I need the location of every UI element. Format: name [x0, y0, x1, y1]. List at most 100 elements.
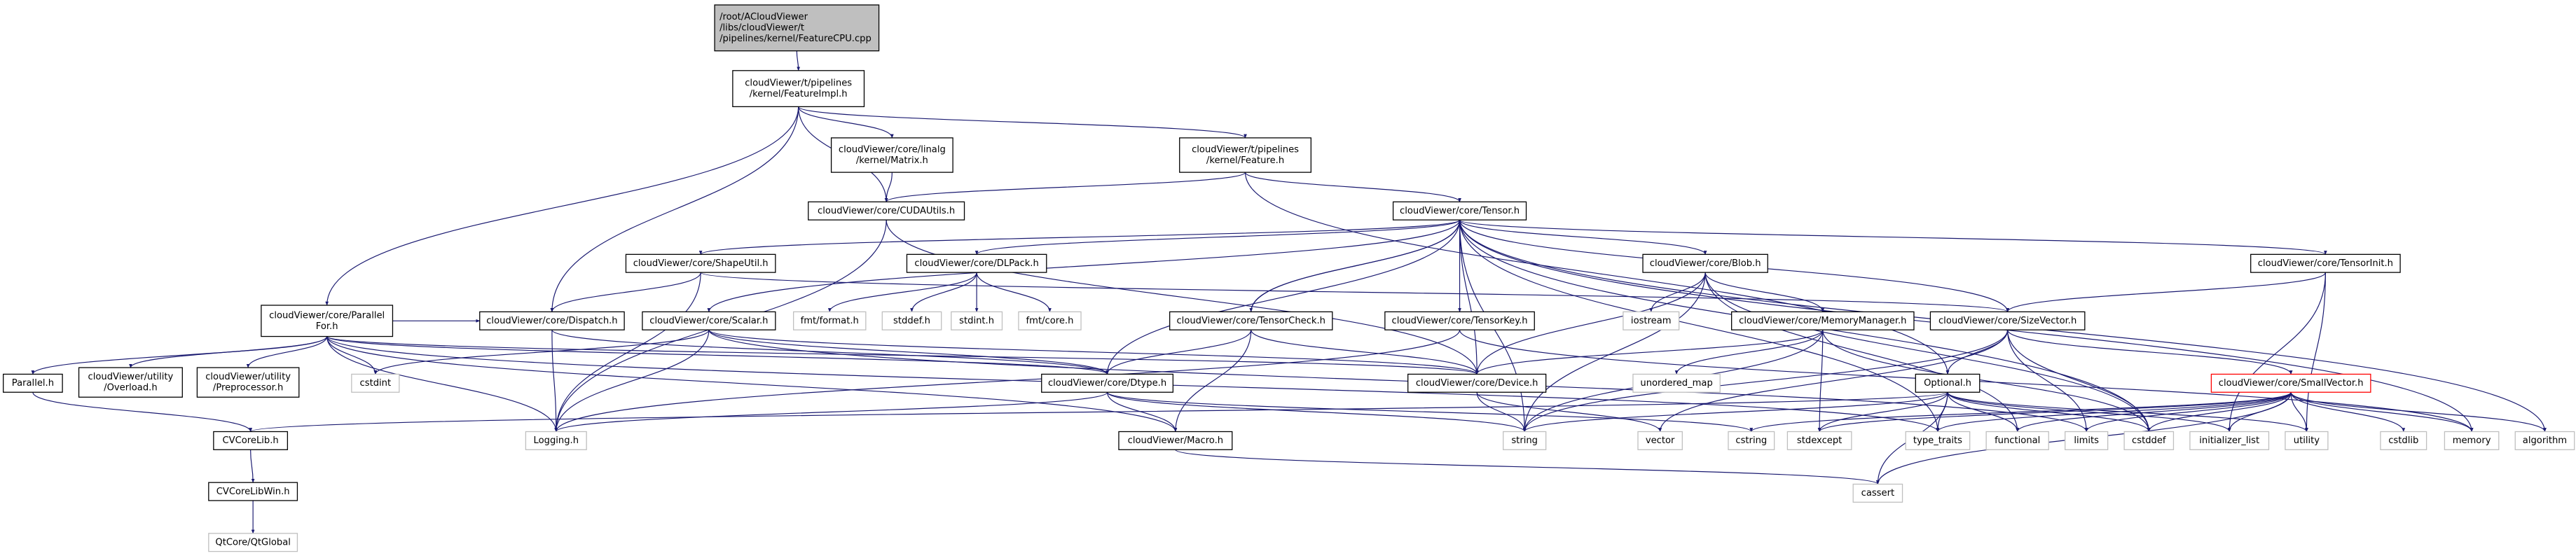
node-label: iostream	[1631, 316, 1672, 326]
edge-cvcorelib-to-cvcorelibwin	[250, 449, 255, 483]
node-box	[793, 311, 867, 330]
edge-parallelfor-to-cstdint	[326, 336, 378, 375]
node-feature[interactable]: cloudViewer/t/pipelines/kernel/Feature.h	[1179, 137, 1311, 173]
node-tensorkey[interactable]: cloudViewer/core/TensorKey.h	[1384, 311, 1535, 330]
node-box	[1392, 201, 1527, 221]
node-blob[interactable]: cloudViewer/core/Blob.h	[1642, 253, 1768, 273]
node-algorithm: algorithm	[2514, 431, 2575, 450]
edge-optional-to-cvcorelib	[249, 391, 1948, 433]
node-label: initializer_list	[2199, 435, 2259, 446]
node-sizevector[interactable]: cloudViewer/core/SizeVector.h	[1929, 311, 2086, 330]
node-label: cloudViewer/core/SmallVector.h	[2219, 378, 2364, 389]
node-label: cloudViewer/core/Dispatch.h	[486, 316, 617, 326]
node-box	[1915, 373, 1981, 393]
node-device[interactable]: cloudViewer/core/Device.h	[1407, 373, 1547, 393]
node-tensorinit[interactable]: cloudViewer/core/TensorInit.h	[2250, 253, 2401, 273]
edge-sizevector-to-cstddef	[2007, 330, 2151, 433]
node-label: cloudViewer/core/SizeVector.h	[1938, 316, 2076, 326]
node-dispatch[interactable]: cloudViewer/core/Dispatch.h	[479, 311, 625, 330]
node-dtype[interactable]: cloudViewer/core/Dtype.h	[1041, 373, 1173, 393]
edge-parallelfor-to-overload	[129, 336, 328, 368]
node-label: cloudViewer/core/ShapeUtil.h	[633, 258, 769, 269]
node-qtglobal: QtCore/QtGlobal	[208, 533, 298, 552]
edge-tensor-to-type_traits	[1459, 220, 1940, 433]
edge-featureimpl-to-matrix	[798, 106, 894, 139]
edge-blob-to-iostream	[1649, 272, 1706, 312]
edge-scalar-to-device	[708, 329, 1479, 375]
node-label: cloudViewer/core/MemoryManager.h	[1739, 316, 1906, 326]
edge-smallvector-to-functional	[2016, 392, 2292, 433]
edge-smallvector-to-algorithm	[2290, 392, 2547, 433]
node-label: cloudViewer/Macro.h	[1128, 435, 1223, 446]
node-label: stddef.h	[893, 316, 930, 326]
node-box	[830, 137, 953, 173]
node-box	[951, 311, 1003, 330]
node-string: string	[1503, 431, 1547, 450]
node-label: CVCoreLibWin.h	[216, 487, 290, 497]
edge-tensorcheck-to-macro	[1173, 330, 1252, 433]
edge-sizevector-to-smallvector	[2007, 329, 2293, 375]
edge-tensor-to-shapeutil	[699, 219, 1461, 255]
node-cpp[interactable]: /root/ACloudViewer/libs/cloudViewer/t/pi…	[714, 4, 880, 52]
node-parallel[interactable]: Parallel.h	[3, 373, 63, 393]
edge-memorymanager-to-stdexcept	[1817, 330, 1824, 433]
edge-blob-to-device	[1475, 272, 1706, 375]
node-box	[1728, 431, 1775, 450]
node-optional[interactable]: Optional.h	[1915, 373, 1981, 393]
node-box	[1118, 431, 1233, 450]
node-cvcorelib[interactable]: CVCoreLib.h	[213, 431, 289, 450]
edge-tensorinit-to-utility	[2305, 272, 2326, 433]
node-dlpack[interactable]: cloudViewer/core/DLPack.h	[906, 253, 1047, 273]
edge-tensorinit-to-sizevector	[2006, 272, 2326, 312]
node-tensorcheck[interactable]: cloudViewer/core/TensorCheck.h	[1169, 311, 1333, 330]
node-box	[642, 311, 776, 330]
node-box	[1731, 311, 1915, 330]
node-box	[1623, 311, 1680, 330]
node-label: cloudViewer/core/linalg	[839, 145, 946, 155]
edge-parallelfor-to-macro	[326, 336, 1178, 433]
node-macro[interactable]: cloudViewer/Macro.h	[1118, 431, 1233, 450]
node-matrix[interactable]: cloudViewer/core/linalg/kernel/Matrix.h	[830, 137, 953, 173]
edge-smallvector-to-cstring	[1749, 391, 2292, 433]
node-featureimpl[interactable]: cloudViewer/t/pipelines/kernel/FeatureIm…	[732, 70, 865, 108]
edge-dtype-to-string	[1106, 391, 1527, 433]
node-label: cloudViewer/core/Device.h	[1416, 378, 1538, 389]
node-box	[2380, 431, 2427, 450]
edge-sizevector-to-optional	[1945, 330, 2009, 375]
edge-blob-to-functional	[1704, 272, 2020, 433]
node-cvcorelibwin[interactable]: CVCoreLibWin.h	[208, 482, 298, 501]
node-smallvector[interactable]: cloudViewer/core/SmallVector.h	[2210, 373, 2371, 393]
node-preprocessor[interactable]: cloudViewer/utility/Preprocessor.h	[196, 367, 300, 398]
edge-smallvector-to-utility	[2290, 392, 2308, 433]
node-shapeutil[interactable]: cloudViewer/core/ShapeUtil.h	[625, 253, 776, 273]
node-utility: utility	[2285, 431, 2329, 450]
edge-featureimpl-to-dispatch	[550, 106, 799, 312]
node-memorymanager[interactable]: cloudViewer/core/MemoryManager.h	[1731, 311, 1915, 330]
node-label: cstring	[1735, 435, 1767, 446]
edge-optional-to-string	[1522, 391, 1948, 433]
node-stdint: stdint.h	[951, 311, 1003, 330]
node-logging: Logging.h	[525, 431, 587, 450]
node-label: /libs/cloudViewer/t	[719, 23, 804, 34]
node-box	[732, 70, 865, 108]
edge-tensor-to-blob	[1459, 219, 1707, 255]
node-label: limits	[2074, 435, 2099, 446]
node-cudautils[interactable]: cloudViewer/core/CUDAUtils.h	[808, 201, 965, 221]
node-box	[78, 367, 183, 398]
edge-shapeutil-to-sizevector	[700, 272, 2009, 312]
node-label: fmt/core.h	[1026, 316, 1074, 326]
edge-optional-to-utility	[1947, 391, 2308, 433]
node-label: Parallel.h	[12, 378, 54, 389]
node-tensor[interactable]: cloudViewer/core/Tensor.h	[1392, 201, 1527, 221]
node-label: /kernel/Matrix.h	[856, 155, 928, 166]
edge-featureimpl-to-feature	[798, 106, 1247, 139]
node-label: Logging.h	[534, 435, 579, 446]
node-box	[808, 201, 965, 221]
node-label: cloudViewer/t/pipelines	[745, 78, 852, 89]
node-box	[1018, 311, 1082, 330]
node-scalar[interactable]: cloudViewer/core/Scalar.h	[642, 311, 776, 330]
edge-scalar-to-logging	[554, 330, 710, 433]
node-box	[1929, 311, 2086, 330]
node-overload[interactable]: cloudViewer/utility/Overload.h	[78, 367, 183, 398]
